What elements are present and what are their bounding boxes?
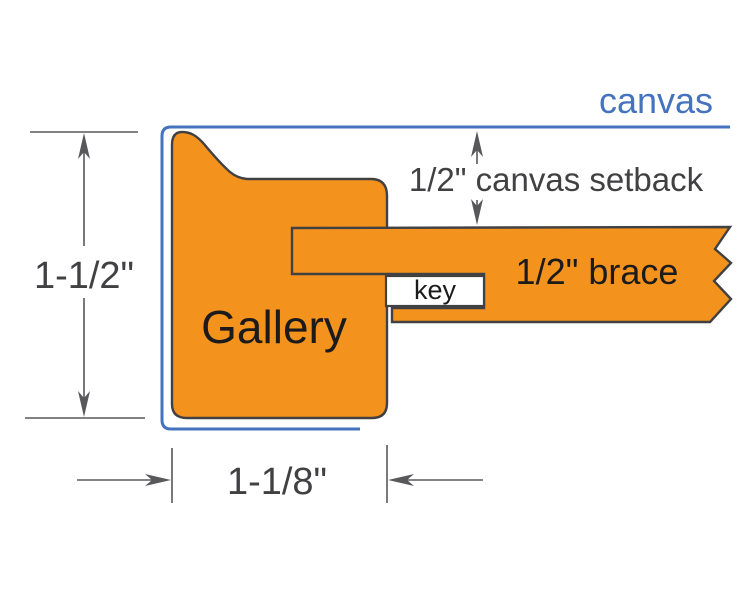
brace-shape (290, 225, 733, 324)
height-arrow-up-icon (78, 133, 90, 159)
canvas-line (160, 125, 730, 431)
height-dim-label: 1-1/2" (34, 255, 134, 297)
width-dimension: 1-1/8" (77, 445, 483, 503)
key-slot (384, 274, 486, 308)
width-arrow-right-icon (145, 474, 171, 486)
frame-profile-shape (170, 130, 389, 420)
width-arrow-left-icon (388, 474, 414, 486)
setback-dimension: 1/2" canvas setback (409, 131, 704, 225)
brace-label: 1/2" brace (516, 251, 679, 292)
canvas-label: canvas (599, 80, 713, 121)
setback-arrow-up-icon (471, 131, 483, 157)
setback-label: 1/2" canvas setback (409, 161, 704, 198)
profile-name-label: Gallery (201, 301, 347, 353)
setback-arrow-down-icon (471, 199, 483, 225)
width-dim-label: 1-1/8" (227, 461, 327, 503)
height-dimension: 1-1/2" (25, 131, 145, 419)
key-label: key (414, 275, 457, 305)
height-arrow-down-icon (78, 391, 90, 417)
